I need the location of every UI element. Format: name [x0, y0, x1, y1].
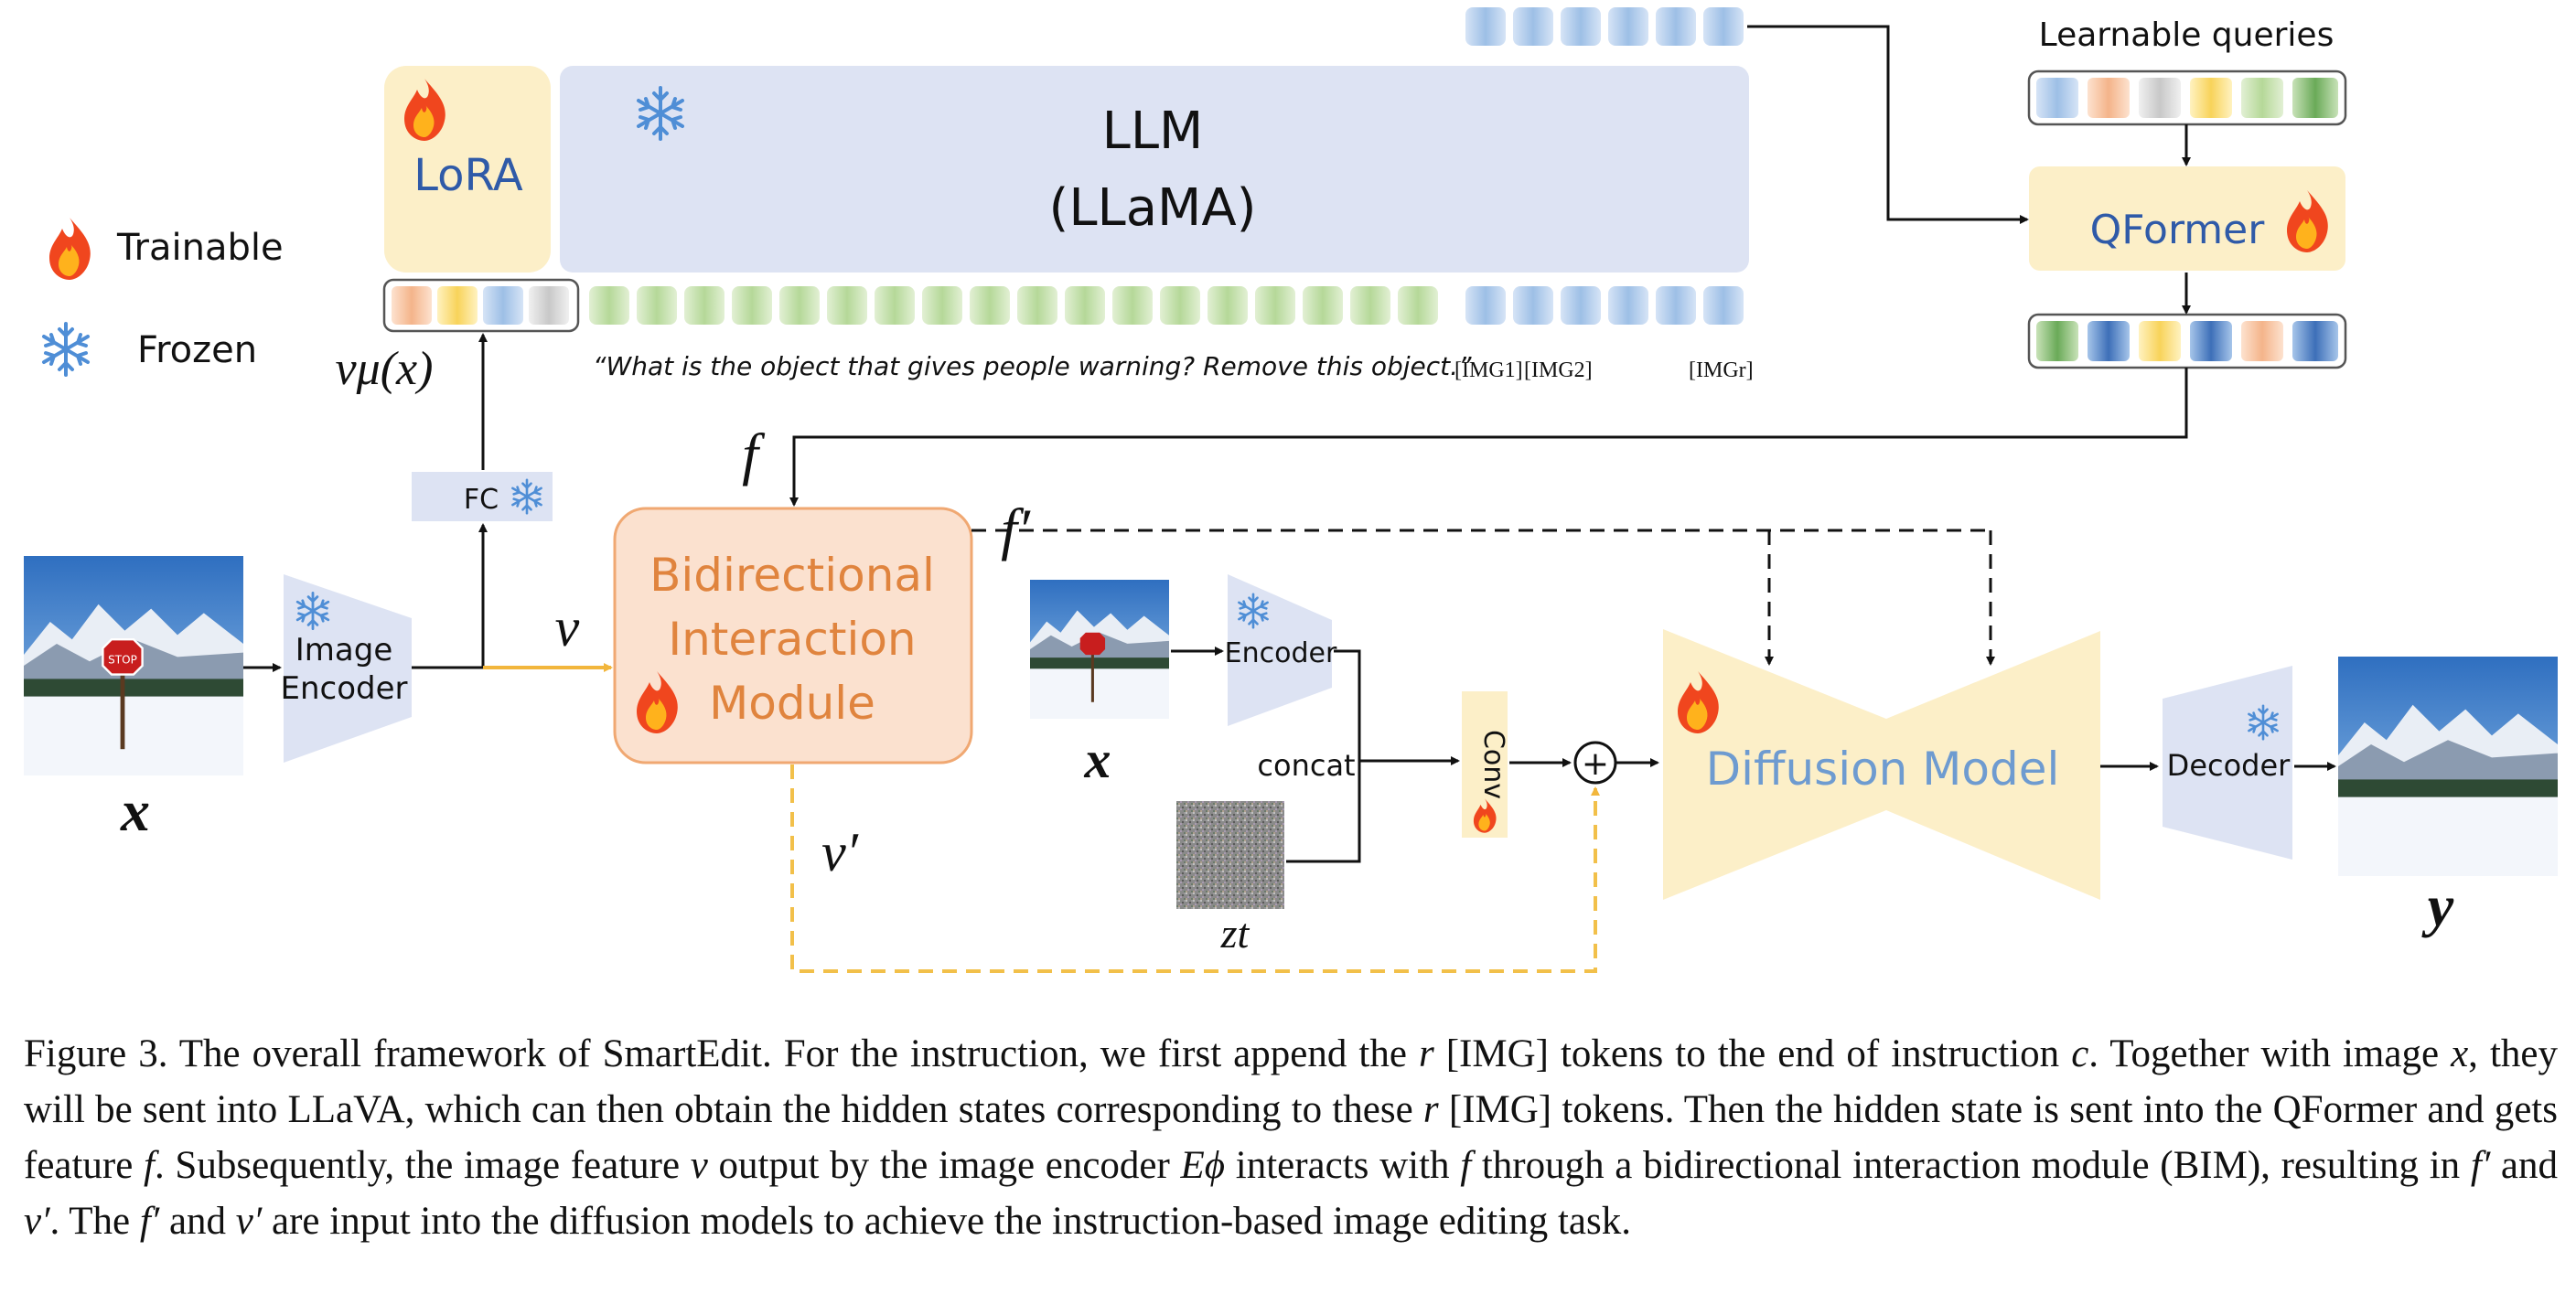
- input-image: STOP: [24, 556, 243, 775]
- qformer-label: QFormer: [2090, 207, 2266, 253]
- qformer-to-bim-arrow: [789, 368, 2188, 507]
- output-image: [2338, 657, 2558, 876]
- input-image-small: [1030, 580, 1169, 719]
- llm-subtitle: (LLaMA): [1048, 178, 1256, 238]
- bim-label-3: Module: [709, 677, 875, 730]
- framework-diagram: Trainable Frozen LoRA LLM (LLaMA): [24, 7, 2558, 973]
- img2-token-label: [IMG2]: [1524, 358, 1593, 382]
- qformer-block: [2029, 166, 2345, 271]
- y-label: y: [2421, 873, 2454, 938]
- decoder: [2163, 666, 2292, 860]
- image-encoder: [284, 574, 412, 763]
- svg-text:STOP: STOP: [108, 654, 137, 667]
- llm-block: [560, 66, 1749, 273]
- llm-output-tokens: [1465, 7, 1744, 46]
- diffusion-model-label: Diffusion Model: [1706, 743, 2060, 796]
- llm-title: LLM: [1102, 102, 1204, 161]
- concat-label: concat: [1257, 748, 1355, 783]
- v-prime-arrow: [790, 764, 1600, 973]
- bim-block: [613, 507, 973, 764]
- v-label: v: [555, 597, 580, 658]
- img1-token-label: [IMG1]: [1454, 358, 1523, 382]
- learnable-queries-label: Learnable queries: [2039, 16, 2334, 54]
- snowflake-icon: [42, 322, 90, 377]
- plus-sign: +: [1582, 745, 1609, 783]
- diffusion-model: [1663, 629, 2100, 900]
- fc-label: FC: [464, 484, 499, 516]
- bim-label-1: Bidirectional: [649, 549, 935, 602]
- lora-label: LoRA: [413, 150, 523, 201]
- decoder-label: Decoder: [2167, 748, 2292, 783]
- conv-label: Conv: [1477, 730, 1509, 799]
- instruction-text: “What is the object that gives people wa…: [593, 351, 1472, 381]
- v-prime-label: v′: [821, 822, 859, 882]
- x-label-small: x: [1084, 730, 1111, 789]
- bim-label-2: Interaction: [668, 613, 916, 666]
- zt-label: zt: [1220, 910, 1250, 957]
- instruction-tokens: [589, 286, 1744, 325]
- imgr-token-label: [IMGr]: [1689, 358, 1754, 382]
- fire-icon: [49, 218, 91, 280]
- image-encoder-label-2: Encoder: [280, 670, 407, 707]
- image-encoder-label-1: Image: [295, 632, 392, 668]
- legend-trainable-label: Trainable: [116, 227, 284, 269]
- legend-frozen-label: Frozen: [137, 329, 257, 371]
- llm-to-qformer-arrow: [1747, 25, 2029, 224]
- noise-latent: [1176, 801, 1284, 909]
- figure-caption: Figure 3. The overall framework of Smart…: [24, 1032, 2559, 1243]
- vmu-label: vμ(x): [336, 343, 434, 395]
- x-label-input: x: [120, 778, 150, 843]
- encoder-label: Encoder: [1225, 637, 1337, 669]
- f-label: f: [742, 422, 766, 486]
